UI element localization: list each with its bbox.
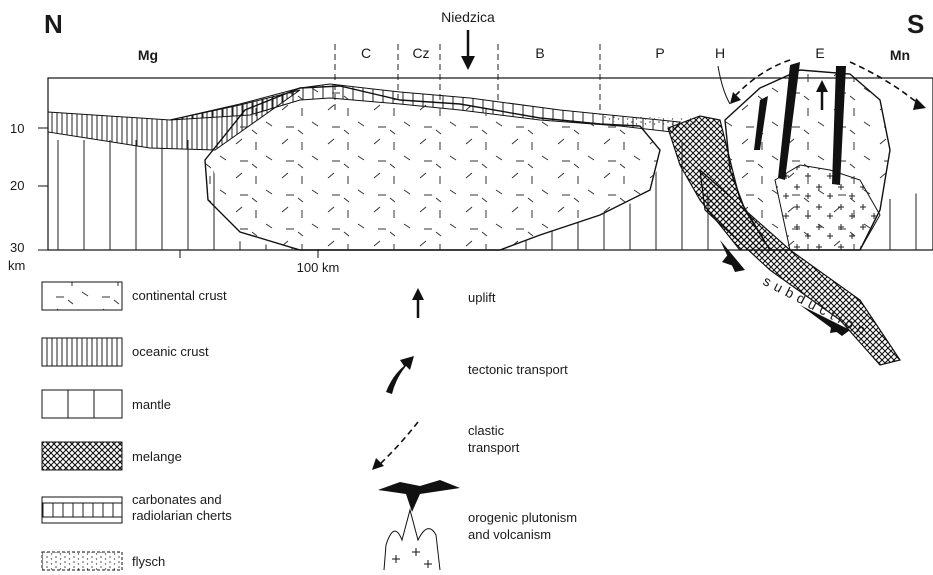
depth-tick-20: 20 [10,178,24,193]
clastic-arrowhead-west [730,92,741,104]
legend-uplift-label: uplift [468,290,496,305]
legend-carbonates-label-2: radiolarian cherts [132,508,232,523]
clastic-arrowhead-east [913,98,926,110]
depth-ticks [38,128,48,250]
zone-c-label: C [361,45,371,61]
niedzica-label: Niedzica [441,9,495,25]
legend-clastic-label-1: clastic [468,423,505,438]
legend-oceanic-crust: oceanic crust [42,338,209,366]
zone-b-label: B [535,45,544,61]
legend-mantle: mantle [42,390,171,418]
legend-orogenic-label-2: and volcanism [468,527,551,542]
scale-bar [180,250,318,258]
legend-oceanic-crust-label: oceanic crust [132,344,209,359]
zone-e-label: E [815,45,824,61]
mantle-east [880,190,933,250]
legend-flysch-label: flysch [132,554,165,569]
h-pointer [718,66,730,104]
zone-mn-label: Mn [890,47,910,63]
legend-carbonates: carbonates and radiolarian cherts [42,492,232,523]
legend-uplift-icon [412,288,424,318]
legend-orogenic-plutonism-icon [378,480,460,570]
legend-mantle-label: mantle [132,397,171,412]
legend-carbonates-label-1: carbonates and [132,492,222,507]
north-label: N [44,9,63,39]
legend-orogenic-label-1: orogenic plutonism [468,510,577,525]
south-label: S [907,9,924,39]
legend-flysch: flysch [42,552,165,570]
legend-melange-label: melange [132,449,182,464]
depth-tick-10: 10 [10,121,24,136]
legend-tectonic-transport-label: tectonic transport [468,362,568,377]
zone-mg-label: Mg [138,47,158,63]
niedzica-arrow-icon [461,30,475,70]
legend-clastic-transport-icon [372,422,418,470]
legend-tectonic-transport-icon [386,356,414,394]
zone-cz-label: Cz [412,45,429,61]
legend-clastic-label-2: transport [468,440,520,455]
zone-p-label: P [655,45,664,61]
depth-tick-30: 30 [10,240,24,255]
legend-continental-crust-label: continental crust [132,288,227,303]
depth-unit: km [8,258,25,273]
legend-melange: melange [42,442,182,470]
scale-label: 100 km [297,260,340,275]
legend-continental-crust: continental crust [42,282,227,310]
zone-h-label: H [715,45,725,61]
